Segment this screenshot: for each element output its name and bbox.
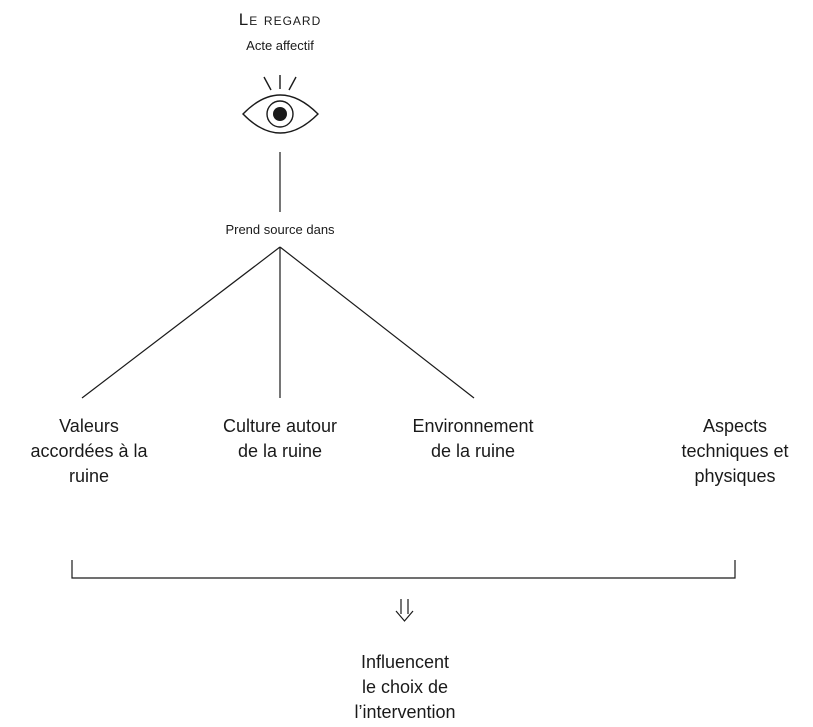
- grouping-bracket: [71, 560, 736, 579]
- eye-icon: [242, 75, 319, 134]
- page-title: Le regard: [238, 10, 322, 29]
- branch-line-1: [81, 246, 281, 399]
- result-text: Influencent le choix de l’intervention: [354, 652, 456, 722]
- branch-line-3: [279, 246, 475, 399]
- node-environnement: Environnement de la ruine: [412, 416, 534, 461]
- source-label: Prend source dans: [225, 222, 335, 237]
- node-valeurs: Valeurs accordées à la ruine: [30, 416, 148, 486]
- double-down-arrow-icon: [395, 599, 414, 622]
- node-aspects: Aspects techniques et physiques: [681, 416, 789, 486]
- node-culture: Culture autour de la ruine: [222, 416, 338, 461]
- subtitle: Acte affectif: [246, 38, 314, 53]
